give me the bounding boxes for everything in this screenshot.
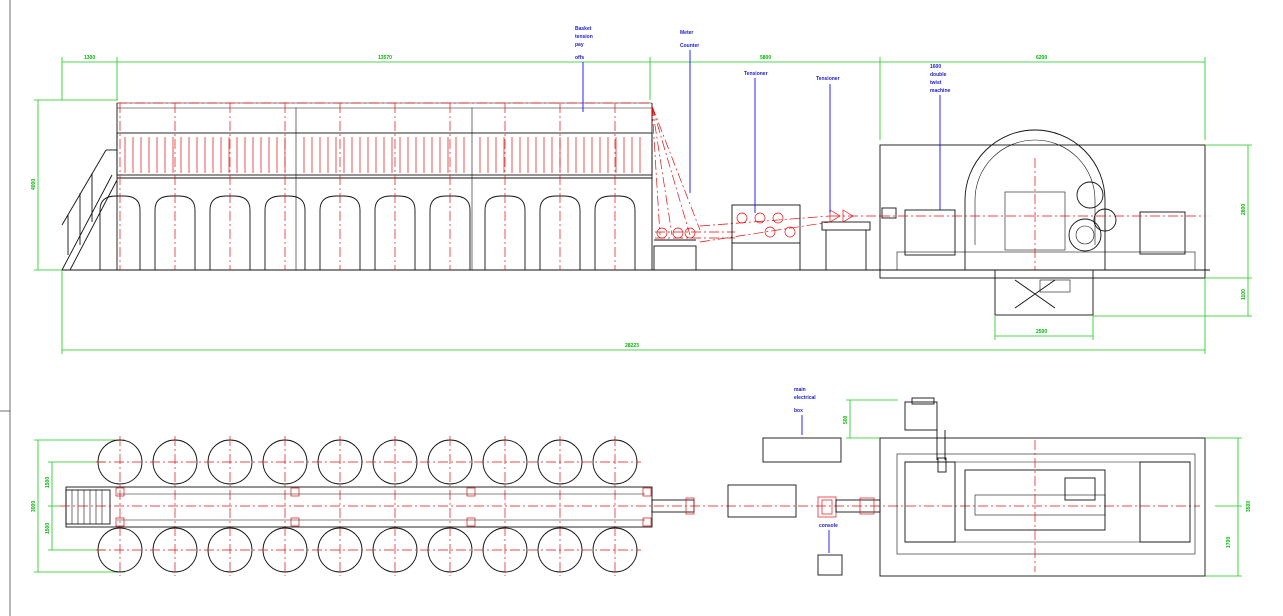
- note-basket-line-1: Basket: [575, 26, 592, 32]
- annotation-basket-payoff: Basket tension pay offs: [575, 26, 593, 112]
- dim-pit-width: 2500: [1036, 329, 1047, 335]
- note-basket-line-4: offs: [575, 55, 584, 61]
- pit-width-dimension: 2500: [994, 316, 1094, 340]
- dim-plan-right-lower: 1700: [1226, 537, 1232, 548]
- note-electrical-line-1: main: [794, 387, 806, 393]
- payoff-platform: [116, 102, 653, 270]
- tensioner-2-table: [821, 209, 871, 270]
- twist-machine-elevation: [879, 129, 1206, 279]
- platform-plan: [60, 486, 1200, 528]
- dim-plan-left-total: 3000: [31, 501, 37, 512]
- console: console: [817, 523, 843, 576]
- machine-pit: [994, 269, 1094, 316]
- note-electrical-line-2: electrical: [794, 395, 816, 401]
- main-electrical-box: main electrical box: [762, 387, 842, 463]
- dim-right-pit-depth: 1100: [1241, 289, 1247, 300]
- dim-plan-left-upper: 1500: [45, 477, 51, 488]
- plan-right-dimensions: 3500 1700: [1205, 437, 1252, 577]
- left-height-dimension: 4000: [31, 99, 118, 271]
- right-height-dimension: 2800 1100: [1093, 144, 1252, 317]
- payoff-baskets-elevation: [99, 103, 636, 270]
- dim-elec-box-offset: 500: [843, 415, 849, 424]
- dim-top-segment-4: 6200: [1036, 55, 1047, 61]
- dim-top-segment-3: 5800: [760, 55, 771, 61]
- line-equipment-plan: [651, 484, 881, 518]
- note-twist-line-1: 1600: [930, 64, 941, 70]
- annotation-tensioner-2: Tensioner: [816, 76, 840, 213]
- note-twist-line-3: twist: [930, 80, 942, 86]
- note-tensioner-2: Tensioner: [816, 76, 840, 82]
- annotation-twist-machine: 1600 double twist machine: [930, 64, 951, 210]
- elec-box-offset-dimension: 500: [843, 399, 898, 439]
- dim-top-segment-2: 13570: [378, 55, 392, 61]
- note-twist-line-2: double: [930, 72, 947, 78]
- access-staircase: [61, 149, 118, 271]
- note-meter-line-2: Counter: [680, 43, 699, 49]
- dim-right-height: 2800: [1241, 204, 1247, 215]
- plan-left-dimensions: 1500 3000 1500: [31, 439, 125, 573]
- motor-plan: [904, 401, 938, 431]
- dim-plan-left-lower: 1500: [45, 523, 51, 534]
- note-console: console: [819, 523, 838, 529]
- overall-length-dimension: 28223: [61, 270, 1206, 354]
- tensioner-1-frame: [731, 204, 801, 270]
- dim-plan-right-total: 3500: [1246, 501, 1252, 512]
- annotation-tensioner-1: Tensioner: [744, 71, 768, 213]
- payoff-baskets-plan: [96, 436, 641, 576]
- note-meter-line-1: Meter: [680, 30, 693, 36]
- note-basket-line-3: pay: [575, 42, 584, 48]
- plan-view: 1500 3000 1500: [31, 387, 1252, 577]
- note-basket-line-2: tension: [575, 34, 593, 40]
- top-dimension-chain: 1300 13570 5800 6200: [61, 55, 1206, 140]
- note-tensioner-1: Tensioner: [744, 71, 768, 77]
- elevation-view: 1300 13570 5800 6200 4000: [31, 26, 1252, 354]
- note-electrical-line-3: box: [794, 408, 803, 414]
- note-twist-line-4: machine: [930, 88, 951, 94]
- dim-left-height: 4000: [31, 179, 37, 190]
- dim-top-segment-1: 1300: [84, 55, 95, 61]
- meter-counter-stand: [653, 227, 697, 271]
- dim-overall-length: 28223: [625, 343, 639, 349]
- annotation-meter-counter: Meter Counter: [680, 30, 699, 193]
- twist-machine-plan: [879, 397, 1206, 577]
